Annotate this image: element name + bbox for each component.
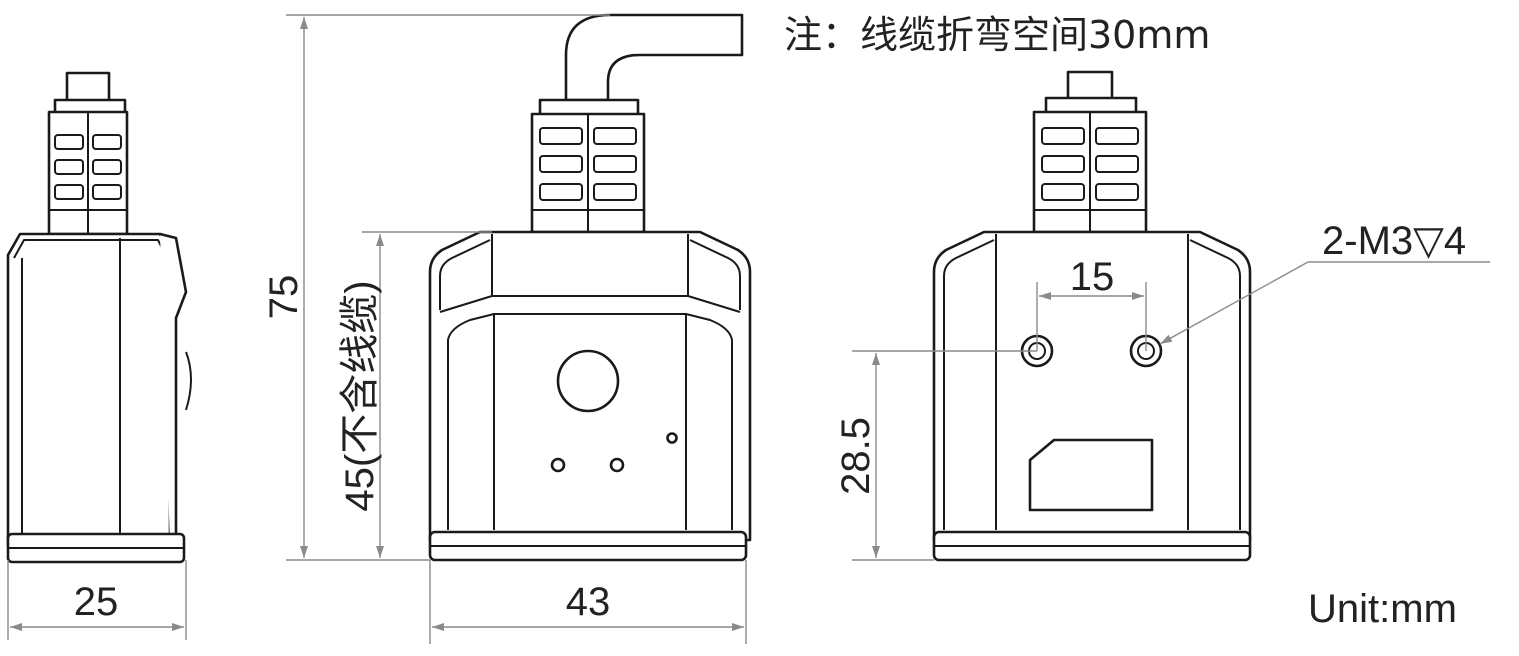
unit-note: Unit:mm (1308, 587, 1457, 631)
side-view-strain-relief (47, 110, 129, 236)
back-view (932, 70, 1252, 562)
dim-front-width: 43 (429, 560, 747, 644)
cable-bend-note: 注：线缆折弯空间30mm (784, 13, 1210, 57)
dim-body-height-label: 45(不含线缆) (338, 280, 382, 511)
dim-side-width-label: 25 (74, 580, 119, 624)
dim-hole-spec-label: 2-M3▽4 (1322, 219, 1466, 263)
front-indicator-dot (666, 432, 678, 444)
side-view (6, 71, 192, 564)
dim-hole-spacing: 15 (1036, 255, 1147, 351)
front-view (428, 13, 752, 562)
dim-total-height-label: 75 (262, 275, 306, 320)
dim-total-height: 75 (262, 14, 610, 561)
front-view-cable (564, 13, 744, 102)
dim-hole-height-label: 28.5 (834, 417, 878, 495)
front-led-left (550, 457, 566, 473)
front-view-strain-relief (530, 112, 646, 234)
dim-front-width-label: 43 (566, 580, 611, 624)
dim-hole-spec: 2-M3▽4 (1159, 219, 1490, 345)
dim-side-width: 25 (7, 560, 187, 640)
dim-body-height: 45(不含线缆) (338, 231, 492, 558)
back-view-strain-relief (1032, 110, 1148, 234)
front-led-right (609, 457, 625, 473)
dim-hole-spacing-label: 15 (1070, 255, 1115, 299)
front-lens (556, 349, 620, 413)
back-connector-port (1028, 438, 1154, 512)
dim-hole-height: 28.5 (834, 350, 1037, 561)
